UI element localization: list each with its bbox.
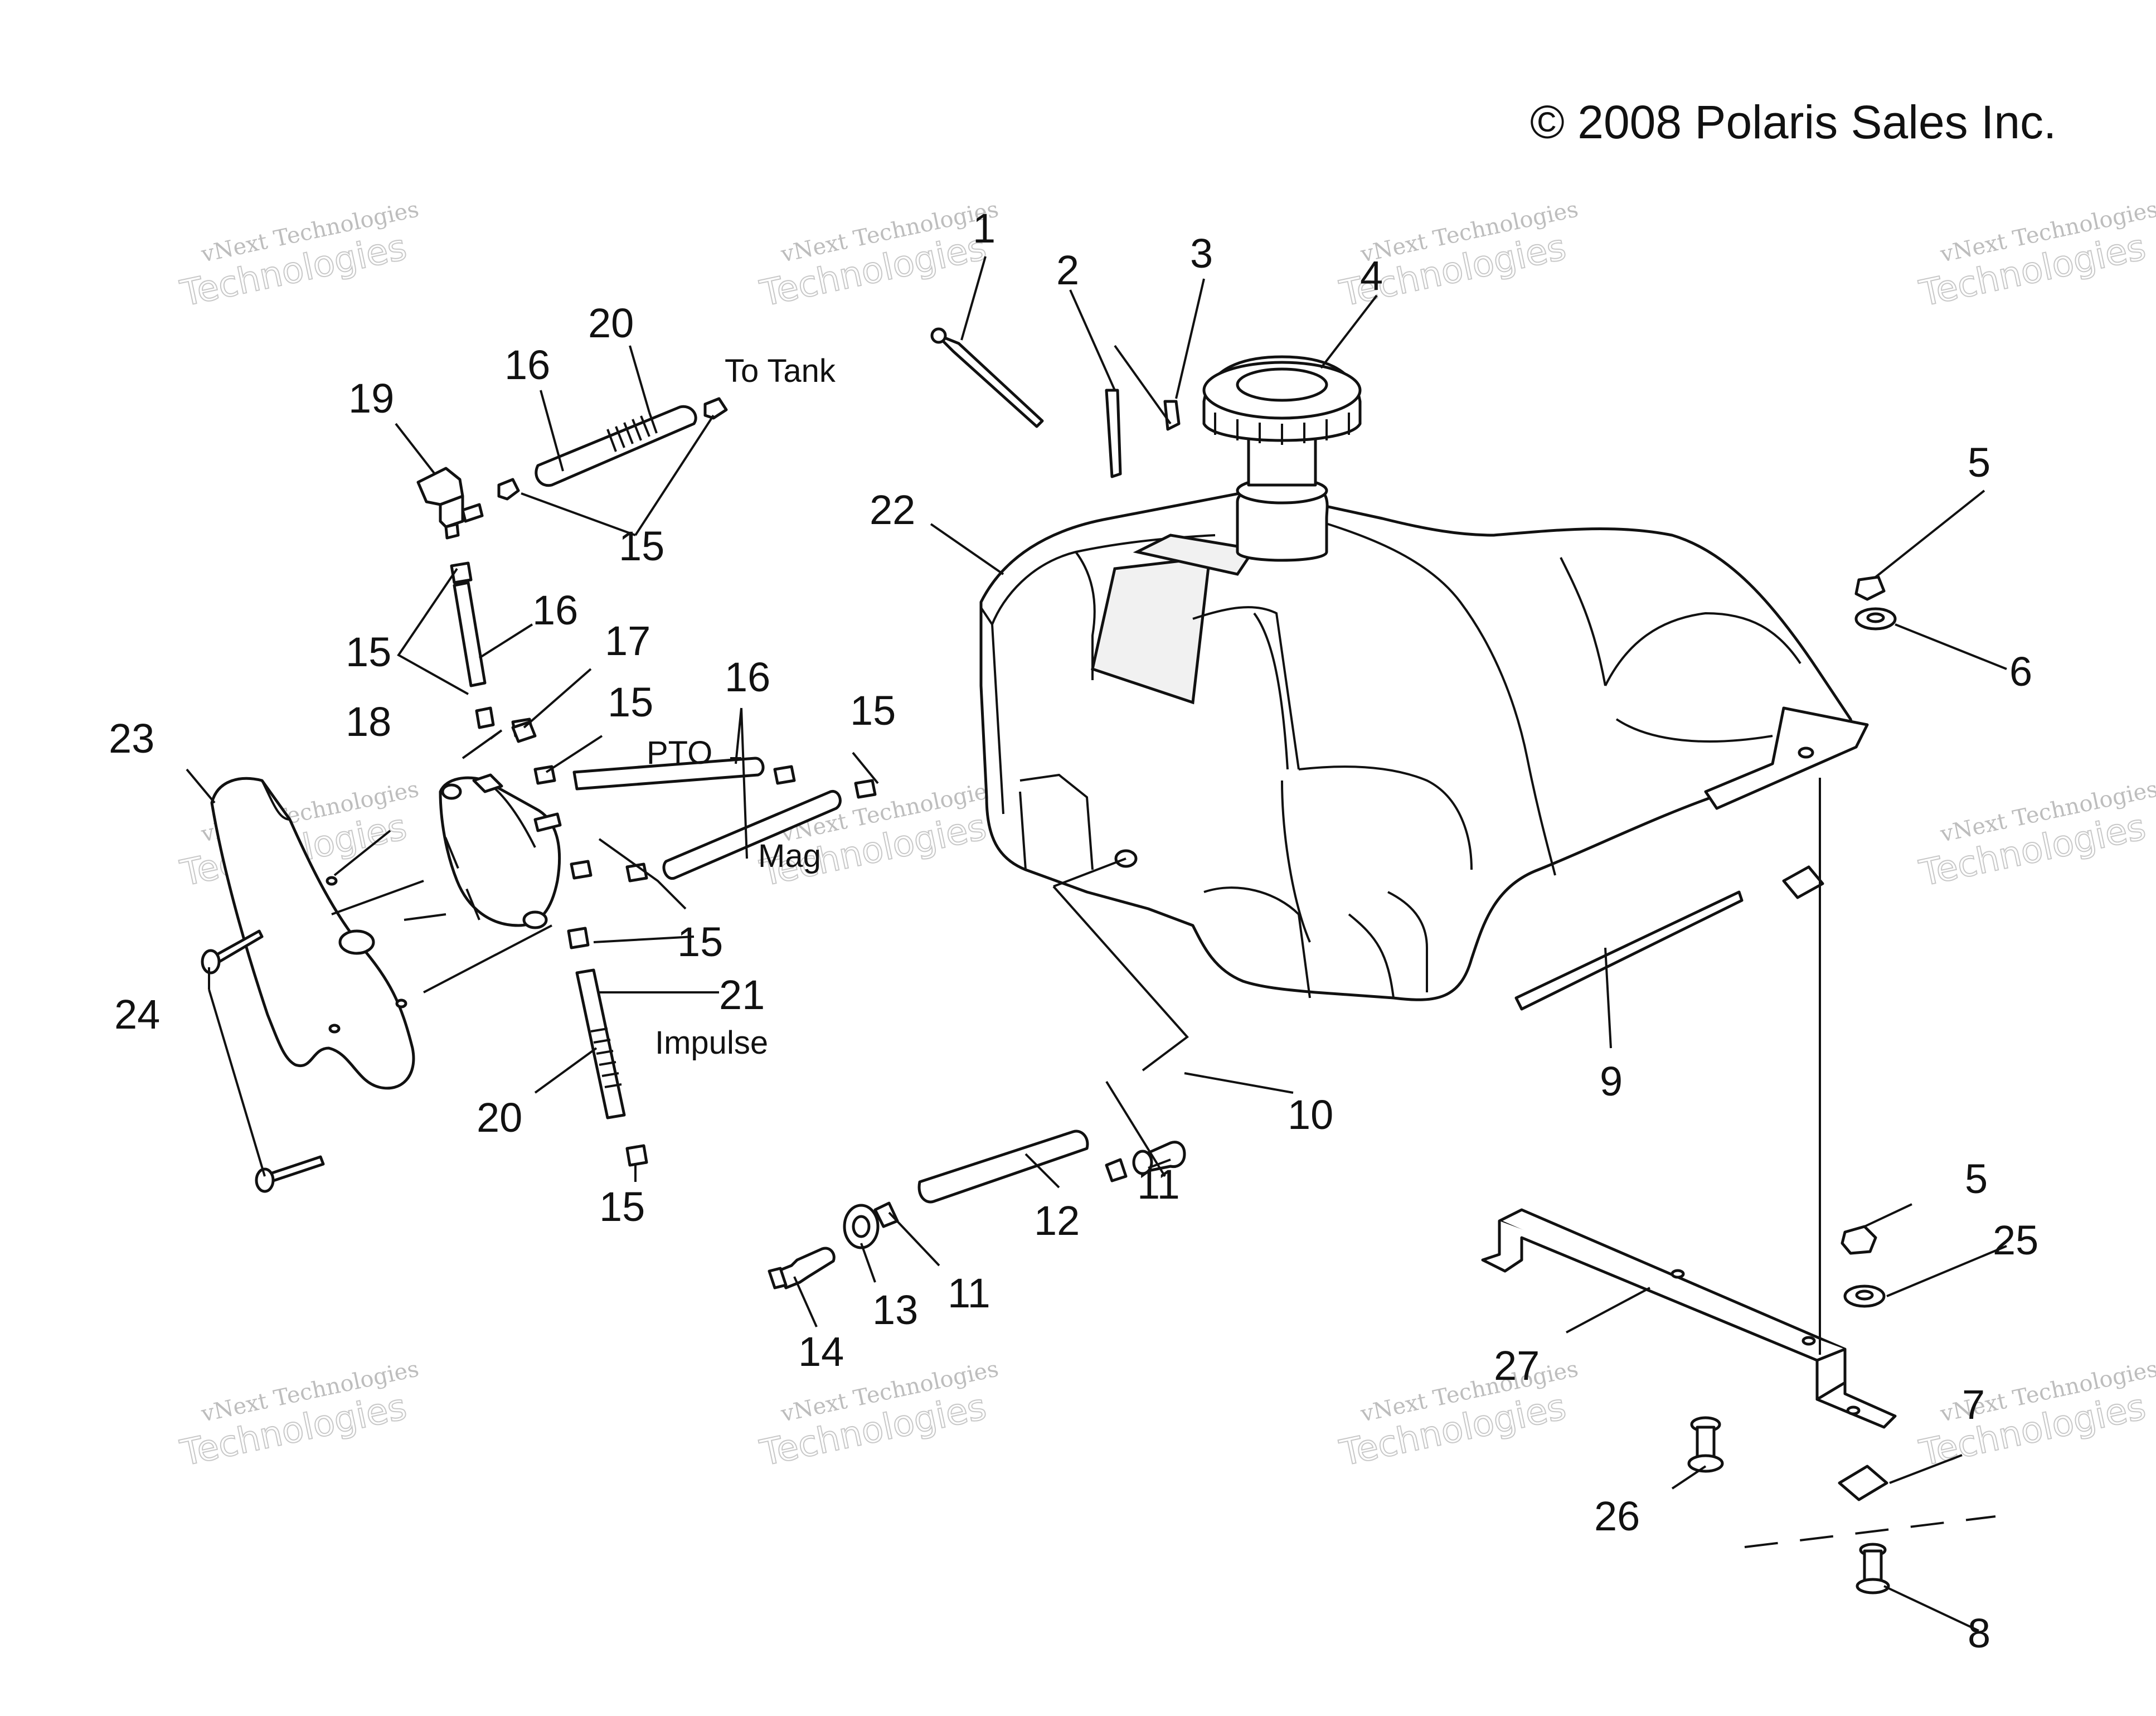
fuel-tank [979, 477, 1869, 1001]
callout-27: 27 [1494, 1342, 1540, 1389]
callout-22: 22 [870, 487, 915, 533]
vent-hose [453, 581, 487, 687]
tank-body [979, 489, 1858, 1001]
callout-3: 3 [1190, 230, 1213, 277]
callout-15-right: 15 [850, 687, 896, 734]
callout-9: 9 [1600, 1058, 1623, 1104]
vent-valve [1163, 400, 1181, 431]
callout-13: 13 [872, 1287, 918, 1333]
label-impulse: Impulse [655, 1025, 768, 1061]
callout-16-right: 16 [725, 654, 770, 700]
callout-23: 23 [109, 715, 154, 762]
impulse-hose [575, 968, 626, 1119]
bracket-pad [1838, 1465, 1888, 1501]
callout-21: 21 [719, 972, 765, 1018]
callout-16-mid: 16 [532, 587, 578, 633]
rubber-pad [1782, 865, 1824, 899]
gas-cap [1202, 355, 1362, 487]
callout-18: 18 [346, 699, 391, 745]
nut-washer-lower-right [1841, 1225, 1886, 1308]
callout-17: 17 [605, 618, 650, 664]
callout-26: 26 [1594, 1493, 1640, 1539]
mag-hose [662, 789, 842, 880]
copyright-text: © 2008 Polaris Sales Inc. [1530, 96, 2056, 148]
leader-lines [186, 256, 2007, 1632]
callout-20-bottom: 20 [477, 1094, 522, 1141]
callout-2: 2 [1056, 247, 1079, 293]
label-to-tank: To Tank [725, 353, 836, 389]
callout-19: 19 [348, 375, 394, 421]
fuel-valve [416, 467, 484, 540]
fuel-pump [439, 773, 562, 929]
callout-12: 12 [1034, 1198, 1080, 1244]
callout-10: 10 [1288, 1092, 1333, 1138]
bolt-26 [1687, 1416, 1724, 1473]
fuel-line-parts [768, 1130, 1186, 1290]
callout-25: 25 [1993, 1217, 2038, 1263]
cable-tie [930, 327, 1044, 428]
tank-mount-flange [1704, 706, 1869, 810]
vent-tube [1105, 389, 1122, 478]
callout-15-left: 15 [346, 629, 391, 675]
shield-bolts [201, 929, 325, 1193]
callout-7: 7 [1962, 1381, 1985, 1428]
callout-24: 24 [114, 991, 160, 1038]
label-pto: PTO [647, 735, 712, 771]
callout-16-top: 16 [504, 342, 550, 388]
callout-14: 14 [798, 1329, 844, 1375]
pto-hose [572, 757, 765, 791]
callout-4: 4 [1360, 253, 1383, 299]
callout-15-bottom: 15 [599, 1184, 645, 1230]
callout-15-mid: 15 [608, 679, 653, 725]
callout-numbers: 1 2 3 4 5 6 7 8 9 10 11 11 12 13 14 5 25… [109, 205, 2038, 1656]
callout-1: 1 [973, 205, 996, 251]
callout-8: 8 [1968, 1610, 1990, 1656]
callout-20-top: 20 [588, 300, 634, 346]
top-hose [535, 405, 697, 487]
hose-clamps [450, 397, 877, 1167]
label-mag: Mag [758, 838, 821, 874]
callout-15-lower: 15 [677, 919, 723, 965]
pad-strip [1514, 890, 1744, 1011]
callout-5-bottom: 5 [1965, 1156, 1988, 1202]
tank-bracket [1481, 1208, 1897, 1429]
callout-11-right: 11 [1137, 1161, 1180, 1208]
bolt-8 [1856, 1543, 1890, 1594]
callout-5-top: 5 [1968, 439, 1990, 486]
callout-6: 6 [2009, 648, 2032, 695]
callout-15-top: 15 [619, 523, 664, 569]
nut-washer-top-right [1854, 575, 1897, 631]
callout-11-left: 11 [948, 1270, 990, 1316]
heat-shield [210, 777, 415, 1090]
